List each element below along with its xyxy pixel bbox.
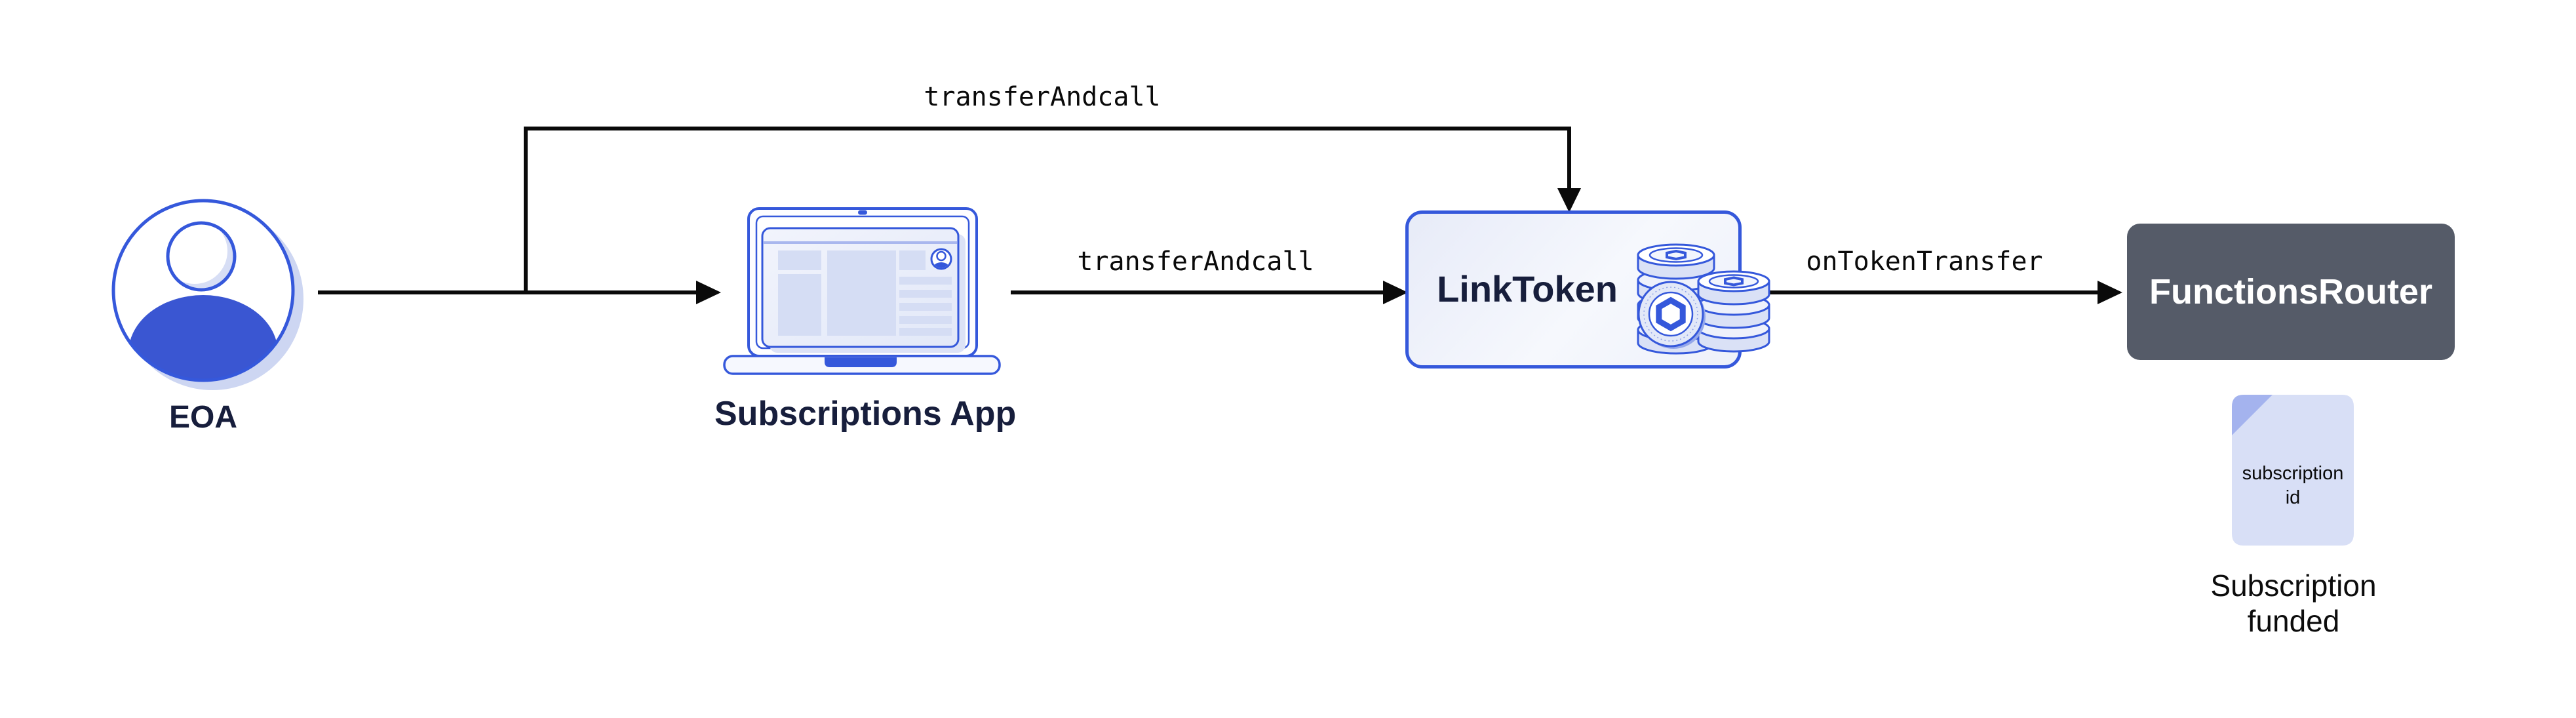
eoa-label: EOA (168, 400, 237, 435)
arrowhead-into-app (696, 281, 721, 304)
person-avatar-icon (111, 199, 303, 390)
edge-label-transferandcall-mid: transferAndcall (1077, 247, 1314, 277)
node-functionsrouter: FunctionsRouter (2127, 224, 2455, 360)
arrowhead-into-linktoken-top (1557, 188, 1581, 212)
caption-line1: Subscription (2210, 568, 2377, 603)
linktoken-label: LinkToken (1437, 268, 1618, 309)
caption-line2: funded (2247, 604, 2340, 639)
link-coin-stack-icon (1605, 235, 1770, 361)
subscription-funded-caption: Subscription funded (2191, 568, 2396, 639)
node-eoa: EOA (98, 193, 308, 435)
subscriptions-app-label: Subscriptions App (714, 395, 1017, 433)
edge-label-ontokentransfer: onTokenTransfer (1806, 247, 2043, 277)
node-linktoken: LinkToken (1405, 210, 1770, 369)
subscription-document: subscription id (2232, 395, 2354, 546)
document-text-line2: id (2285, 487, 2301, 508)
document-page-icon (2232, 395, 2354, 546)
arrowhead-into-router (2098, 281, 2122, 304)
functionsrouter-label: FunctionsRouter (2149, 272, 2432, 311)
laptop-browser-icon (723, 207, 1001, 375)
document-text-line1: subscription (2242, 463, 2344, 484)
arrowhead-into-linktoken-left (1383, 281, 1408, 304)
document-text: subscription id (2232, 462, 2354, 510)
arrow-eoa-to-linktoken (524, 127, 1571, 292)
node-subscriptions-app: Subscriptions App (714, 205, 1017, 433)
edge-label-transferandcall-top: transferAndcall (924, 82, 1161, 112)
